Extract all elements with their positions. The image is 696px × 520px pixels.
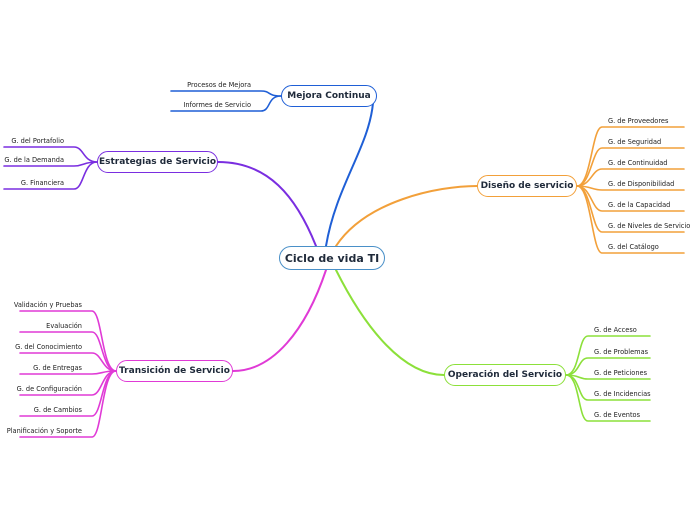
central-topic[interactable]: Ciclo de vida TI — [279, 246, 385, 270]
leaf-connector-mejora-0 — [170, 90, 282, 97]
leaf-connector-mejora-1 — [170, 95, 282, 112]
leaf-transicion-4[interactable]: G. de Configuración — [16, 385, 82, 393]
leaf-operacion-3[interactable]: G. de Incidencias — [594, 390, 651, 398]
leaf-connector-transicion-1 — [19, 331, 117, 372]
branch-operacion[interactable]: Operación del Servicio — [444, 364, 566, 386]
leaf-connector-diseno-6 — [576, 185, 685, 254]
leaf-transicion-2[interactable]: G. del Conocimiento — [15, 343, 82, 351]
branch-diseno[interactable]: Diseño de servicio — [477, 175, 577, 197]
leaf-operacion-0[interactable]: G. de Acceso — [594, 326, 637, 334]
leaf-operacion-1[interactable]: G. de Problemas — [594, 348, 649, 356]
connector-diseno — [335, 185, 478, 247]
leaf-diseno-5[interactable]: G. de Niveles de Servicio — [608, 222, 691, 230]
leaf-connector-diseno-0 — [576, 126, 685, 187]
leaf-diseno-2[interactable]: G. de Continuidad — [608, 159, 668, 167]
connector-operacion — [335, 269, 445, 376]
leaf-estrategias-0[interactable]: G. del Portafolio — [11, 137, 64, 145]
leaf-diseno-3[interactable]: G. de Disponibilidad — [608, 180, 675, 188]
leaf-diseno-4[interactable]: G. de la Capacidad — [608, 201, 671, 209]
leaf-estrategias-2[interactable]: G. Financiera — [20, 179, 64, 187]
leaf-transicion-0[interactable]: Validación y Pruebas — [13, 301, 82, 309]
leaf-diseno-1[interactable]: G. de Seguridad — [608, 138, 662, 146]
leaf-connector-transicion-6 — [19, 370, 117, 438]
branch-mejora[interactable]: Mejora Continua — [281, 85, 377, 107]
leaf-transicion-5[interactable]: G. de Cambios — [33, 406, 82, 414]
branch-estrategias[interactable]: Estrategias de Servicio — [97, 151, 218, 173]
leaf-diseno-0[interactable]: G. de Proveedores — [608, 117, 669, 125]
leaf-diseno-6[interactable]: G. del Catálogo — [608, 243, 659, 251]
leaf-operacion-2[interactable]: G. de Peticiones — [594, 369, 648, 377]
connector-mejora — [325, 102, 374, 247]
leaf-mejora-0[interactable]: Procesos de Mejora — [187, 81, 251, 89]
branch-transicion[interactable]: Transición de Servicio — [116, 360, 233, 382]
leaf-connector-diseno-1 — [576, 147, 685, 187]
leaf-transicion-1[interactable]: Evaluación — [46, 322, 82, 330]
connector-estrategias — [217, 161, 317, 247]
leaf-mejora-1[interactable]: Informes de Servicio — [183, 101, 251, 109]
leaf-connector-operacion-4 — [565, 374, 651, 422]
leaf-connector-operacion-0 — [565, 335, 651, 376]
leaf-operacion-4[interactable]: G. de Eventos — [594, 411, 640, 419]
leaf-connector-estrategias-2 — [3, 161, 98, 190]
connector-transicion — [232, 269, 327, 372]
leaf-estrategias-1[interactable]: G. de la Demanda — [4, 156, 64, 164]
leaf-transicion-6[interactable]: Planificación y Soporte — [6, 427, 82, 435]
leaf-transicion-3[interactable]: G. de Entregas — [33, 364, 82, 372]
